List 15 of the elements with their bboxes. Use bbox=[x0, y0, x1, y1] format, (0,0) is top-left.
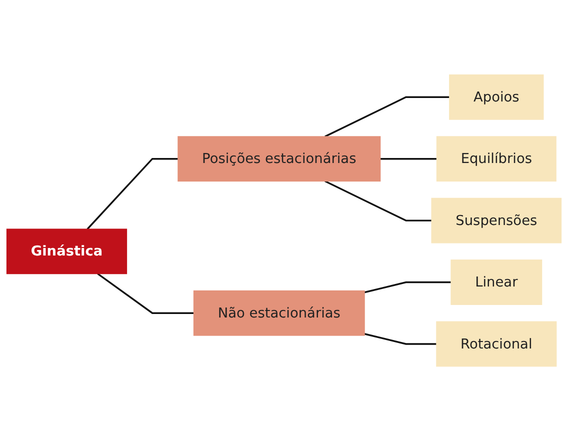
node-box: Posições estacionárias bbox=[178, 136, 381, 182]
node-box: Ginástica bbox=[6, 228, 128, 274]
node-box: Apoios bbox=[449, 74, 544, 120]
connector bbox=[380, 158, 437, 160]
connector bbox=[324, 96, 450, 138]
connector bbox=[97, 272, 194, 314]
connector bbox=[324, 180, 432, 222]
node-box: Suspensões bbox=[431, 198, 562, 244]
node-box: Equilíbrios bbox=[436, 136, 556, 182]
connector bbox=[364, 332, 437, 345]
connector bbox=[364, 281, 452, 294]
node-box: Linear bbox=[450, 259, 542, 305]
node-box: Não estacionárias bbox=[193, 290, 365, 336]
connector bbox=[86, 158, 178, 230]
node-box: Rotacional bbox=[436, 321, 557, 367]
